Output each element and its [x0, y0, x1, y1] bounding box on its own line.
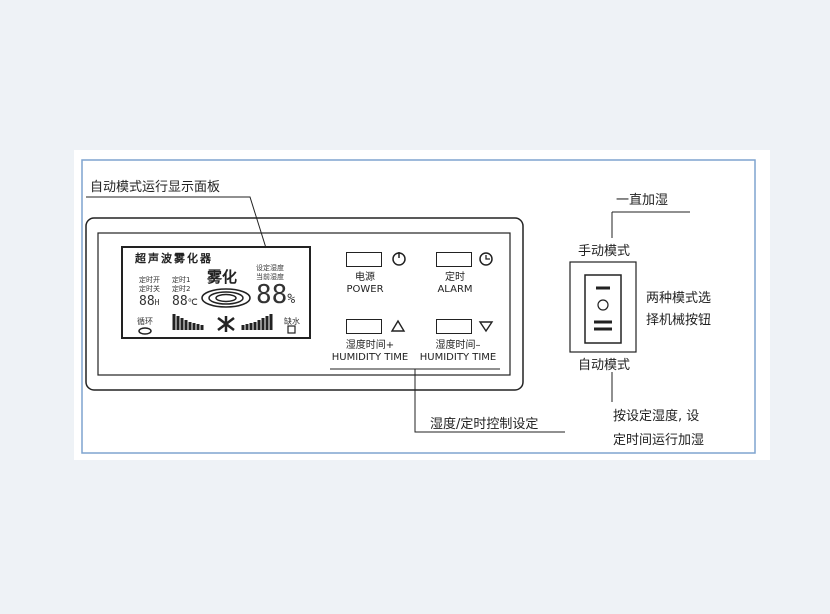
humidity-time-minus-button[interactable] [436, 319, 472, 334]
humidity-time-plus-button[interactable] [346, 319, 382, 334]
continuous-label: 一直加湿 [616, 193, 669, 208]
clock-icon [479, 252, 493, 266]
lcd-timer-on: 定时开 [139, 276, 160, 284]
lcd-current-humidity: 当前湿度 [256, 273, 284, 281]
humidity-time-plus-label: 湿度时间+HUMIDITY TIME [331, 340, 409, 363]
triangle-up-icon [390, 319, 406, 332]
triangle-down-icon [478, 321, 494, 333]
lcd-brand: 超声波雾化器 [135, 252, 213, 265]
lcd-hours-unit: H [154, 298, 160, 307]
switch-desc-2: 择机械按钮 [646, 313, 712, 328]
lcd-set-humidity: 设定湿度 [256, 264, 284, 272]
switch-desc-1: 两种模式选 [646, 291, 712, 306]
fan-icon [217, 316, 235, 332]
power-button[interactable] [346, 252, 382, 267]
lcd-cycle: 循环 [137, 317, 153, 326]
auto-desc-1: 按设定湿度, 设 [613, 409, 700, 424]
display-panel-label: 自动模式运行显示面板 [90, 180, 221, 195]
diagram-card [74, 150, 770, 460]
lcd-no-water: 缺水 [284, 317, 300, 326]
lcd-timer2: 定时2 [172, 285, 191, 293]
lcd-timer1: 定时1 [172, 276, 191, 284]
auto-mode-label: 自动模式 [578, 358, 631, 373]
lcd-humidity: 88 [256, 280, 288, 310]
lcd-humidity-unit: % [287, 292, 296, 307]
lcd-temp: 88 [172, 294, 188, 309]
lcd-timer-off: 定时关 [139, 285, 160, 293]
humidity-time-minus-label: 湿度时间–HUMIDITY TIME [419, 340, 497, 363]
alarm-button[interactable] [436, 252, 472, 267]
lcd-hours: 88 [139, 294, 155, 309]
lcd-mist: 雾化 [207, 268, 238, 286]
lcd-temp-unit: ℃ [187, 298, 198, 308]
manual-mode-label: 手动模式 [578, 244, 631, 259]
auto-desc-2: 定时间运行加湿 [613, 433, 705, 448]
control-label: 湿度/定时控制设定 [430, 417, 539, 432]
mode-switch[interactable] [585, 275, 621, 343]
